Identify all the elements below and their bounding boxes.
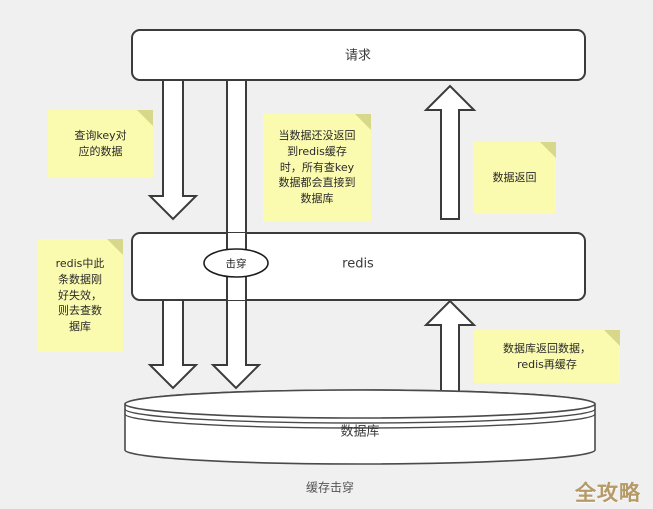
sticky-note-db-return-recache-text: 数据库返回数据， redis再缓存	[503, 341, 591, 371]
node-breakdown: 击穿	[203, 248, 269, 278]
node-request: 请求	[131, 29, 586, 81]
sticky-note-data-return-text: 数据返回	[492, 171, 537, 185]
sticky-note-data-not-returned-text: 当数据还没返回 到redis缓存 时，所有查key 数据都会直接到 数据库	[278, 128, 356, 206]
note-fold-icon	[540, 142, 556, 158]
note-fold-icon	[137, 110, 153, 126]
node-redis-label: redis	[342, 257, 374, 272]
sticky-note-query-key-text: 查询key对 应的数据	[74, 129, 127, 158]
node-database: 数据库	[124, 389, 596, 465]
sticky-note-data-not-returned: 当数据还没返回 到redis缓存 时，所有查key 数据都会直接到 数据库	[263, 114, 371, 221]
arrow-redis-to-database	[147, 299, 199, 390]
node-breakdown-label: 击穿	[226, 257, 247, 270]
sticky-note-data-return: 数据返回	[473, 142, 556, 214]
watermark: 全攻略	[575, 481, 641, 505]
node-request-label: 请求	[345, 49, 371, 64]
sticky-note-db-return-recache: 数据库返回数据， redis再缓存	[474, 330, 620, 383]
node-redis: redis	[131, 232, 586, 301]
sticky-note-redis-expired: redis中此 条数据刚 好失效， 则去查数 据库	[37, 239, 123, 352]
arrow-request-to-redis	[147, 79, 199, 221]
arrow-database-to-redis	[423, 299, 477, 401]
note-fold-icon	[604, 330, 620, 346]
arrow-redis-to-request	[423, 84, 477, 220]
diagram-caption: 缓存击穿	[306, 480, 354, 495]
note-fold-icon	[107, 239, 123, 255]
sticky-note-redis-expired-text: redis中此 条数据刚 好失效， 则去查数 据库	[55, 256, 105, 334]
sticky-note-query-key: 查询key对 应的数据	[48, 110, 153, 178]
node-database-label: 数据库	[340, 424, 379, 440]
note-fold-icon	[355, 114, 371, 130]
